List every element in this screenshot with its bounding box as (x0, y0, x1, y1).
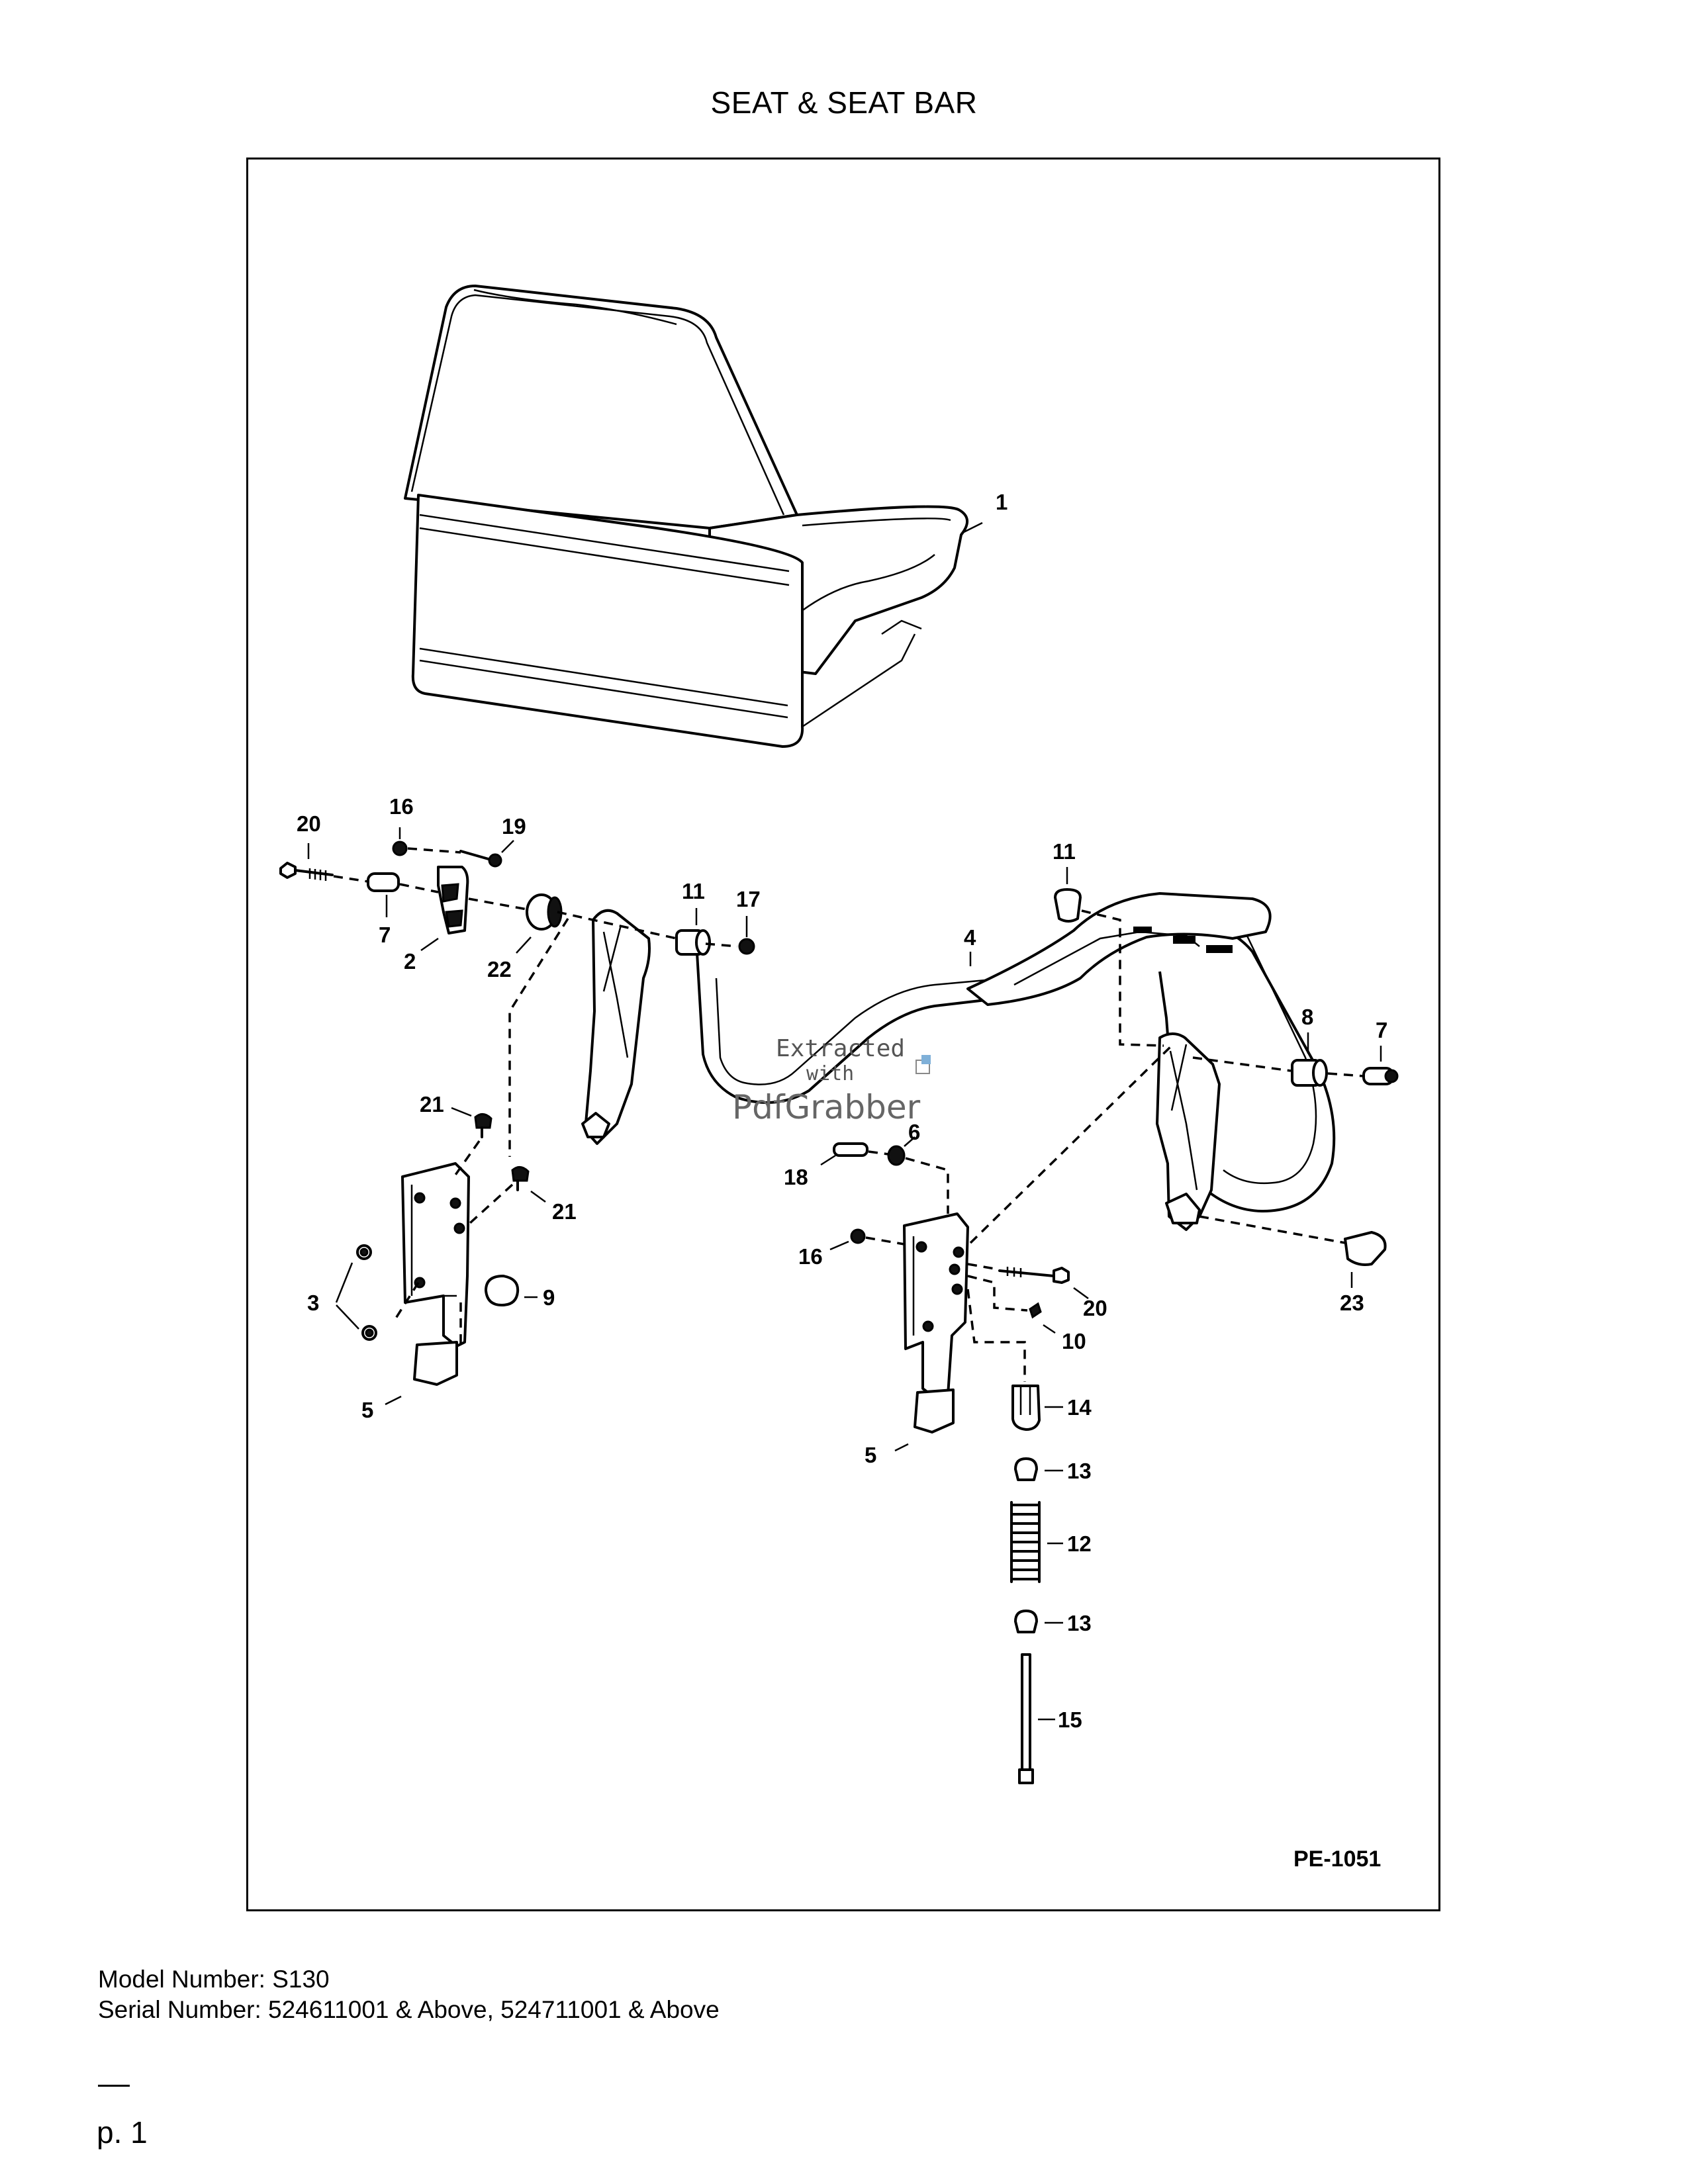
callout-7: 7 (1376, 1018, 1387, 1042)
callout-3: 3 (307, 1291, 319, 1315)
serial-number: Serial Number: 524611001 & Above, 524711… (98, 1996, 720, 2023)
callout-1: 1 (996, 490, 1008, 514)
watermark-line-2: with (806, 1062, 854, 1085)
callout-19: 19 (502, 814, 526, 839)
callout-10: 10 (1062, 1329, 1086, 1353)
spring-assembly (1010, 1385, 1063, 1784)
callout-4: 4 (964, 925, 976, 950)
callout-12: 12 (1067, 1531, 1092, 1556)
callout-7: 7 (379, 923, 391, 947)
callout-15: 15 (1058, 1707, 1082, 1732)
seat-exploded-diagram: 1 20 16 19 7 2 22 11 17 11 4 8 7 21 21 3… (279, 285, 1399, 1872)
callout-20: 20 (297, 811, 321, 836)
callout-21: 21 (420, 1092, 444, 1116)
callout-16: 16 (389, 794, 414, 819)
page-title: SEAT & SEAT BAR (710, 85, 978, 120)
callout-13: 13 (1067, 1459, 1092, 1483)
left-mount-bracket (335, 1107, 546, 1406)
callout-22: 22 (487, 957, 512, 981)
watermark-line-1: Extracted (776, 1035, 905, 1062)
pdfgrabber-watermark: Extracted with PdfGrabber (732, 1035, 931, 1126)
diagram-frame (246, 158, 1440, 1911)
callout-14: 14 (1067, 1395, 1092, 1420)
callout-8: 8 (1301, 1005, 1313, 1029)
callout-20: 20 (1083, 1296, 1107, 1320)
callout-16: 16 (798, 1244, 823, 1269)
callout-18: 18 (784, 1165, 808, 1189)
callout-5: 5 (865, 1443, 876, 1467)
callout-5: 5 (361, 1398, 373, 1422)
page-number: p. 1 (97, 2115, 148, 2150)
model-number: Model Number: S130 (98, 1966, 330, 1993)
callouts: 1 20 16 19 7 2 22 11 17 11 4 8 7 21 21 3… (297, 490, 1387, 1732)
callout-13: 13 (1067, 1611, 1092, 1635)
figure-code: PE-1051 (1293, 1846, 1381, 1872)
watermark-line-3: PdfGrabber (732, 1088, 921, 1126)
model-info: Model Number: S130 Serial Number: 524611… (98, 1964, 720, 2025)
right-pivot-hardware (1054, 867, 1399, 1288)
callout-23: 23 (1340, 1291, 1364, 1315)
seat-part (404, 285, 983, 748)
page-number-rule (98, 2085, 130, 2087)
right-mount-bracket (820, 1043, 1174, 1452)
callout-11: 11 (1053, 839, 1076, 864)
watermark-icon-square (921, 1055, 931, 1064)
callout-2: 2 (404, 949, 416, 974)
callout-11: 11 (682, 879, 705, 903)
callout-9: 9 (543, 1285, 555, 1310)
callout-6: 6 (908, 1120, 920, 1144)
left-pivot-hardware (279, 827, 755, 1157)
callout-21: 21 (552, 1199, 577, 1224)
callout-17: 17 (736, 887, 761, 911)
